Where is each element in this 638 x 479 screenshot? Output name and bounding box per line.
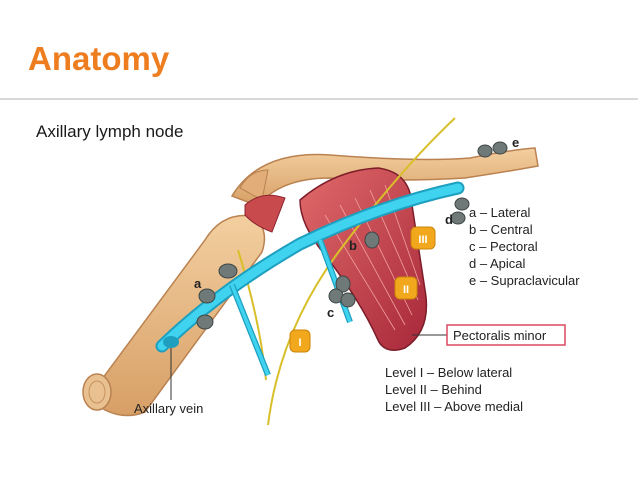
level-badge-i: I bbox=[289, 329, 311, 353]
lymph-nodes-central bbox=[364, 231, 380, 249]
nerve-line-main bbox=[267, 117, 456, 426]
legend-item-apical: d – Apical bbox=[469, 256, 525, 271]
level-3-text: Level III – Above medial bbox=[385, 399, 523, 414]
svg-text:II: II bbox=[403, 284, 409, 296]
node-legend: a – Lateral b – Central c – Pectoral d –… bbox=[469, 205, 580, 288]
level-1-text: Level I – Below lateral bbox=[385, 365, 512, 380]
lymph-nodes-apical bbox=[450, 197, 470, 225]
level-badge-iii: III bbox=[410, 226, 436, 250]
node-label-a: a bbox=[194, 276, 202, 291]
muscle-label: Pectoralis minor bbox=[453, 328, 547, 343]
svg-text:I: I bbox=[298, 337, 301, 349]
level-badge-ii: II bbox=[394, 276, 418, 300]
node-label-b: b bbox=[349, 238, 357, 253]
lymph-nodes-lateral bbox=[196, 263, 238, 330]
subclavius-muscle bbox=[244, 194, 286, 233]
vein-label: Axillary vein bbox=[134, 401, 203, 416]
slide-title: Anatomy bbox=[28, 40, 170, 77]
lymph-nodes-supraclavicular bbox=[477, 141, 508, 158]
axillary-vein bbox=[155, 181, 465, 377]
level-2-text: Level II – Behind bbox=[385, 382, 482, 397]
node-label-e: e bbox=[512, 135, 519, 150]
humerus-bone bbox=[82, 214, 266, 417]
levels-list: Level I – Below lateral Level II – Behin… bbox=[385, 365, 523, 414]
legend-item-lateral: a – Lateral bbox=[469, 205, 531, 220]
slide-subtitle: Axillary lymph node bbox=[36, 122, 184, 141]
svg-text:III: III bbox=[418, 234, 427, 246]
muscle-label-box bbox=[446, 324, 566, 346]
node-label-d: d bbox=[445, 212, 453, 227]
node-label-c: c bbox=[327, 305, 334, 320]
legend-item-pectoral: c – Pectoral bbox=[469, 239, 538, 254]
lymph-nodes-pectoral bbox=[328, 275, 356, 308]
legend-item-supraclavicular: e – Supraclavicular bbox=[469, 273, 580, 288]
title-divider bbox=[0, 98, 638, 100]
legend-item-central: b – Central bbox=[469, 222, 533, 237]
